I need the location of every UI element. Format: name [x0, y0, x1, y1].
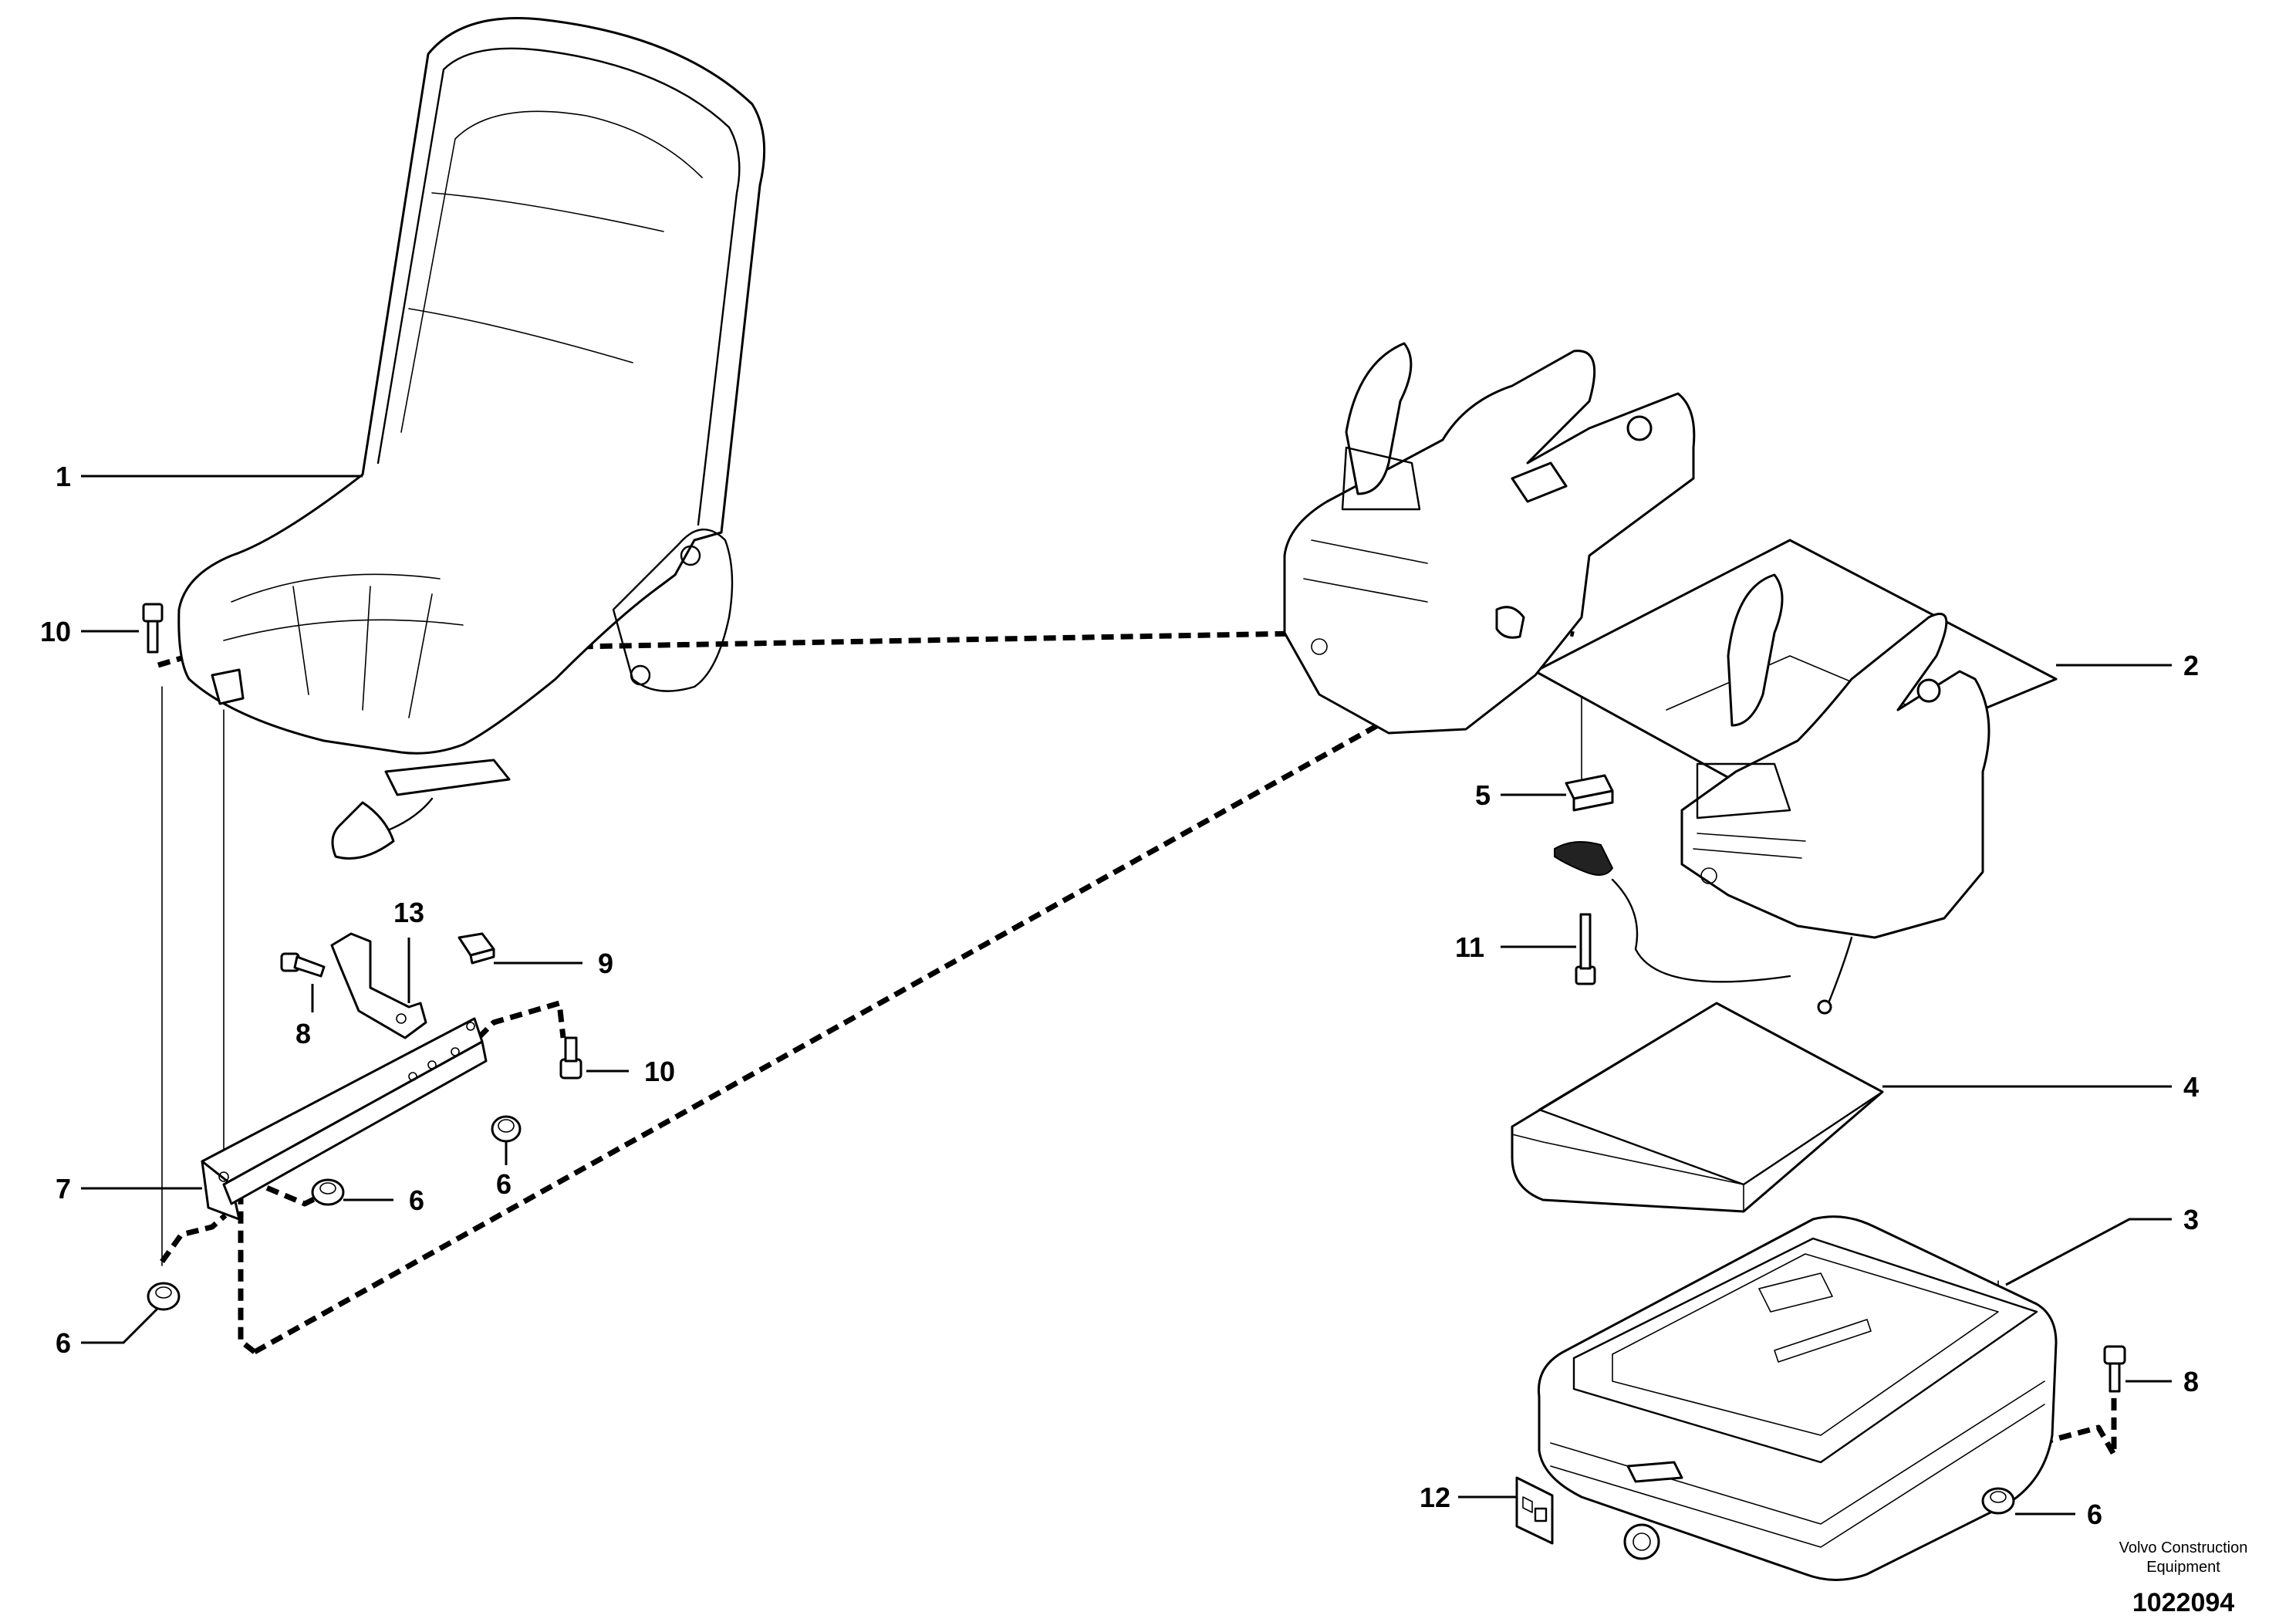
bolt-10-upper — [142, 603, 164, 654]
callout-3: 3 — [2183, 1204, 2199, 1235]
nut-6-base — [1981, 1487, 2015, 1515]
cushion-4 — [1511, 1002, 1884, 1213]
callout-11: 11 — [1455, 931, 1484, 963]
clip-9 — [458, 932, 495, 965]
nut-6-middle — [311, 1178, 345, 1206]
bolt-8-right — [2103, 1345, 2126, 1393]
brand-line-2: Equipment — [2146, 1559, 2220, 1576]
figure-number: 1022094 — [2132, 1588, 2234, 1617]
bracket-13 — [330, 932, 427, 1039]
joystick-cable — [1554, 841, 1853, 1015]
footer: Volvo Construction Equipment 1022094 — [2119, 1539, 2248, 1617]
suspension-base-3 — [1537, 1215, 2058, 1581]
callout-9: 9 — [598, 948, 613, 979]
callout-13: 13 — [393, 897, 424, 928]
bolt-10-lower — [559, 1036, 582, 1080]
decal-12 — [1515, 1476, 1554, 1545]
leader-lines — [81, 475, 2172, 1516]
callout-4: 4 — [2183, 1071, 2199, 1103]
callout-5: 5 — [1475, 779, 1491, 811]
callout-8-right: 8 — [2183, 1366, 2199, 1397]
bolt-8-left — [280, 952, 326, 978]
callout-12: 12 — [1420, 1482, 1450, 1513]
bolt-11 — [1575, 913, 1596, 985]
nut-6-lower-left — [147, 1282, 181, 1311]
brand-line-1: Volvo Construction — [2119, 1539, 2248, 1556]
callout-6-base: 6 — [2087, 1499, 2102, 1530]
operator-seat — [177, 16, 766, 860]
callout-6-rail: 6 — [496, 1168, 512, 1200]
callout-labels: 1 10 2 5 13 9 11 8 10 4 6 7 6 3 6 8 12 6 — [40, 461, 2199, 1530]
spacer-5 — [1565, 774, 1614, 812]
callout-8-left: 8 — [295, 1018, 311, 1049]
right-joystick-console — [1680, 573, 1990, 939]
callout-10-lower: 10 — [644, 1056, 675, 1087]
callout-6-lower-left: 6 — [56, 1327, 71, 1359]
callout-6-middle: 6 — [409, 1184, 424, 1216]
callout-10-upper: 10 — [40, 616, 71, 647]
slide-rail — [201, 1017, 488, 1221]
left-joystick-console — [1283, 342, 1696, 735]
callout-7: 7 — [56, 1173, 71, 1205]
callout-2: 2 — [2183, 650, 2199, 681]
nut-6-rail — [491, 1115, 522, 1143]
callout-1: 1 — [56, 461, 71, 492]
